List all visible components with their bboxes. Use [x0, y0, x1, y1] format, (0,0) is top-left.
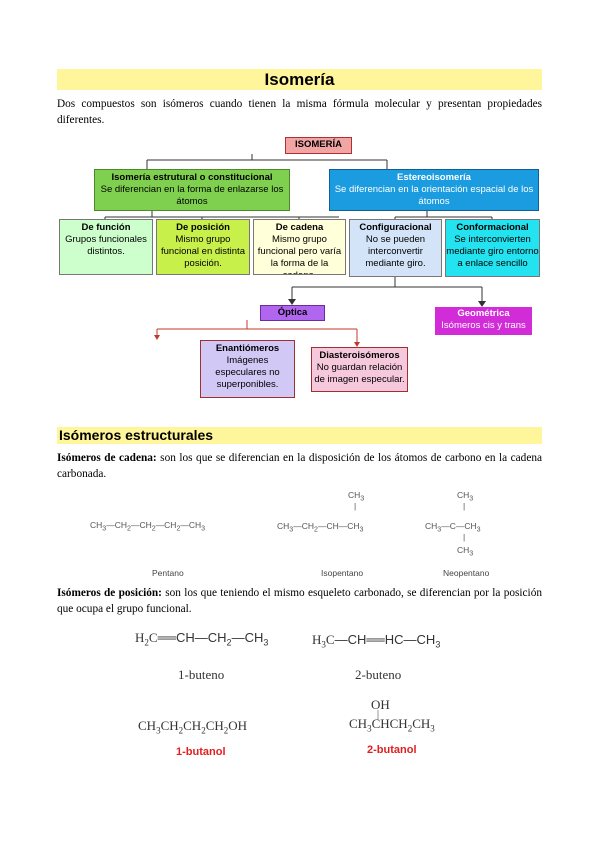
node-funcion: De función Grupos funcionales distintos.	[59, 219, 153, 275]
node-stereo: Estereoisomería Se diferencian en la ori…	[329, 169, 539, 211]
node-enantiomeros: Enantiómeros Imágenes especulares no sup…	[200, 340, 295, 398]
butanol2-bond: |	[377, 709, 380, 720]
buteno1-label: 1-buteno	[178, 667, 225, 682]
page-title: Isomería	[57, 69, 542, 90]
pentano-caption: Pentano	[152, 568, 184, 578]
butanol2-oh: OH	[371, 697, 390, 712]
node-structural: Isomería estrutural o constitucional Se …	[94, 169, 290, 211]
pentano-structure: CH3—CH2—CH2—CH2—CH3	[90, 520, 206, 533]
node-conformacional: Conformacional Se interconvierten median…	[445, 219, 540, 277]
butanol1-label: 1-butanol	[176, 746, 226, 758]
buteno1-formula: H2C══CH—CH2—CH3	[135, 630, 269, 648]
diagram-connectors	[104, 154, 493, 347]
cadena-term: Isómeros de cadena:	[57, 452, 157, 464]
node-optica: Óptica	[260, 305, 325, 321]
butanol2-formula: CH3CHCH2CH3	[349, 716, 435, 734]
node-isomeria: ISOMERÍA	[285, 137, 352, 154]
node-diastereoisomeros: Diasteroisómeros No guardan relación de …	[311, 347, 408, 392]
posicion-paragraph: Isómeros de posición: son los que tenien…	[57, 585, 542, 617]
node-geometrica: Geométrica Isómeros cis y trans	[435, 307, 532, 335]
isomeria-diagram: ISOMERÍA Isomería estrutural o constituc…	[57, 133, 542, 398]
neopentano-caption: Neopentano	[443, 568, 490, 578]
cadena-paragraph: Isómeros de cadena: son los que se difer…	[57, 450, 542, 482]
buteno2-formula: H3C—CH══HC—CH3	[312, 632, 441, 650]
buteno2-label: 2-buteno	[355, 667, 402, 682]
intro-paragraph: Dos compuestos son isómeros cuando tiene…	[57, 98, 542, 126]
section-title: Isómeros estructurales	[57, 427, 542, 444]
node-configuracional: Configuracional No se pueden interconver…	[349, 219, 442, 277]
posicion-term: Isómeros de posición:	[57, 587, 162, 599]
isopentano-structure: CH3 | CH3—CH2—CH—CH3	[277, 490, 365, 534]
butanol1-formula: CH3CH2CH2CH2OH	[138, 718, 248, 736]
posicion-text: son los que teniendo el mismo esqueleto …	[57, 587, 542, 615]
node-posicion: De posición Mismo grupo funcional en dis…	[156, 219, 250, 275]
cadena-text: son los que se diferencian en la disposi…	[57, 452, 542, 480]
node-cadena: De cadena Mismo grupo funcional pero var…	[253, 219, 346, 275]
butanol2-label: 2-butanol	[367, 744, 417, 756]
isopentano-caption: Isopentano	[321, 568, 364, 578]
neopentano-structure: CH3 | CH3—C—CH3 | CH3	[425, 490, 481, 558]
